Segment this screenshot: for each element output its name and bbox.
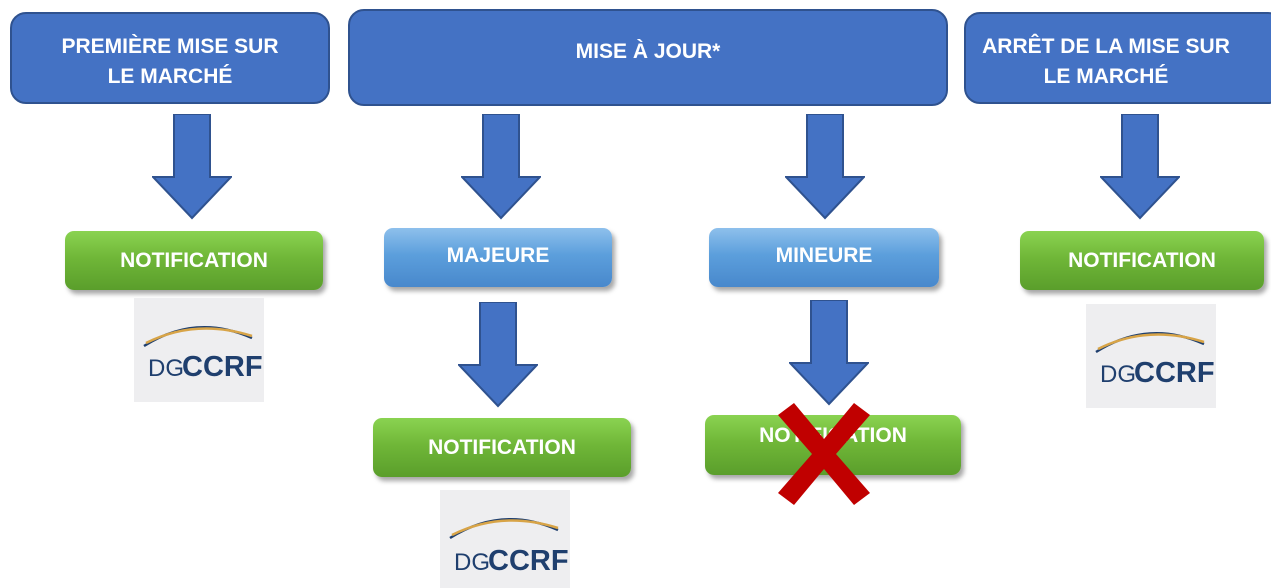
header-stop-placement-line1: ARRÊT DE LA MISE SUR <box>982 35 1230 58</box>
arrow-down-icon <box>461 114 541 220</box>
header-first-placement-line2: LE MARCHÉ <box>107 65 233 88</box>
arrow-down-icon <box>152 114 232 220</box>
logo-name: CCRF <box>1134 357 1215 389</box>
arrow-down-icon <box>789 300 869 406</box>
header-stop-placement: ARRÊT DE LA MISE SUR LE MARCHÉ <box>964 12 1271 104</box>
dgccrf-logo: DG CCRF <box>134 298 264 402</box>
header-first-placement: PREMIÈRE MISE SUR LE MARCHÉ <box>10 12 330 104</box>
red-cross-icon <box>778 403 870 505</box>
minor-update-box: MINEURE <box>709 228 939 287</box>
notification-stop-placement-label: NOTIFICATION <box>1068 248 1216 272</box>
header-stop-placement-line2: LE MARCHÉ <box>1043 65 1169 88</box>
header-update-label: MISE À JOUR* <box>575 40 721 63</box>
notification-stop-placement: NOTIFICATION <box>1020 231 1264 290</box>
notification-major-update: NOTIFICATION <box>373 418 631 477</box>
header-update: MISE À JOUR* <box>348 9 948 106</box>
dgccrf-logo: DG CCRF <box>440 490 570 588</box>
logo-name: CCRF <box>488 545 569 577</box>
logo-name: CCRF <box>182 351 263 383</box>
major-update-label: MAJEURE <box>446 244 550 267</box>
dgccrf-logo: DG CCRF <box>1086 304 1216 408</box>
logo-prefix: DG <box>148 355 184 382</box>
arrow-down-icon <box>785 114 865 220</box>
arrow-down-icon <box>1100 114 1180 220</box>
logo-prefix: DG <box>454 549 490 576</box>
notification-major-update-label: NOTIFICATION <box>428 435 576 459</box>
logo-prefix: DG <box>1100 361 1136 388</box>
minor-update-label: MINEURE <box>775 244 873 267</box>
arrow-down-icon <box>458 302 538 408</box>
notification-first-placement-label: NOTIFICATION <box>120 248 268 272</box>
notification-first-placement: NOTIFICATION <box>65 231 323 290</box>
header-first-placement-line1: PREMIÈRE MISE SUR <box>61 35 279 58</box>
major-update-box: MAJEURE <box>384 228 612 287</box>
